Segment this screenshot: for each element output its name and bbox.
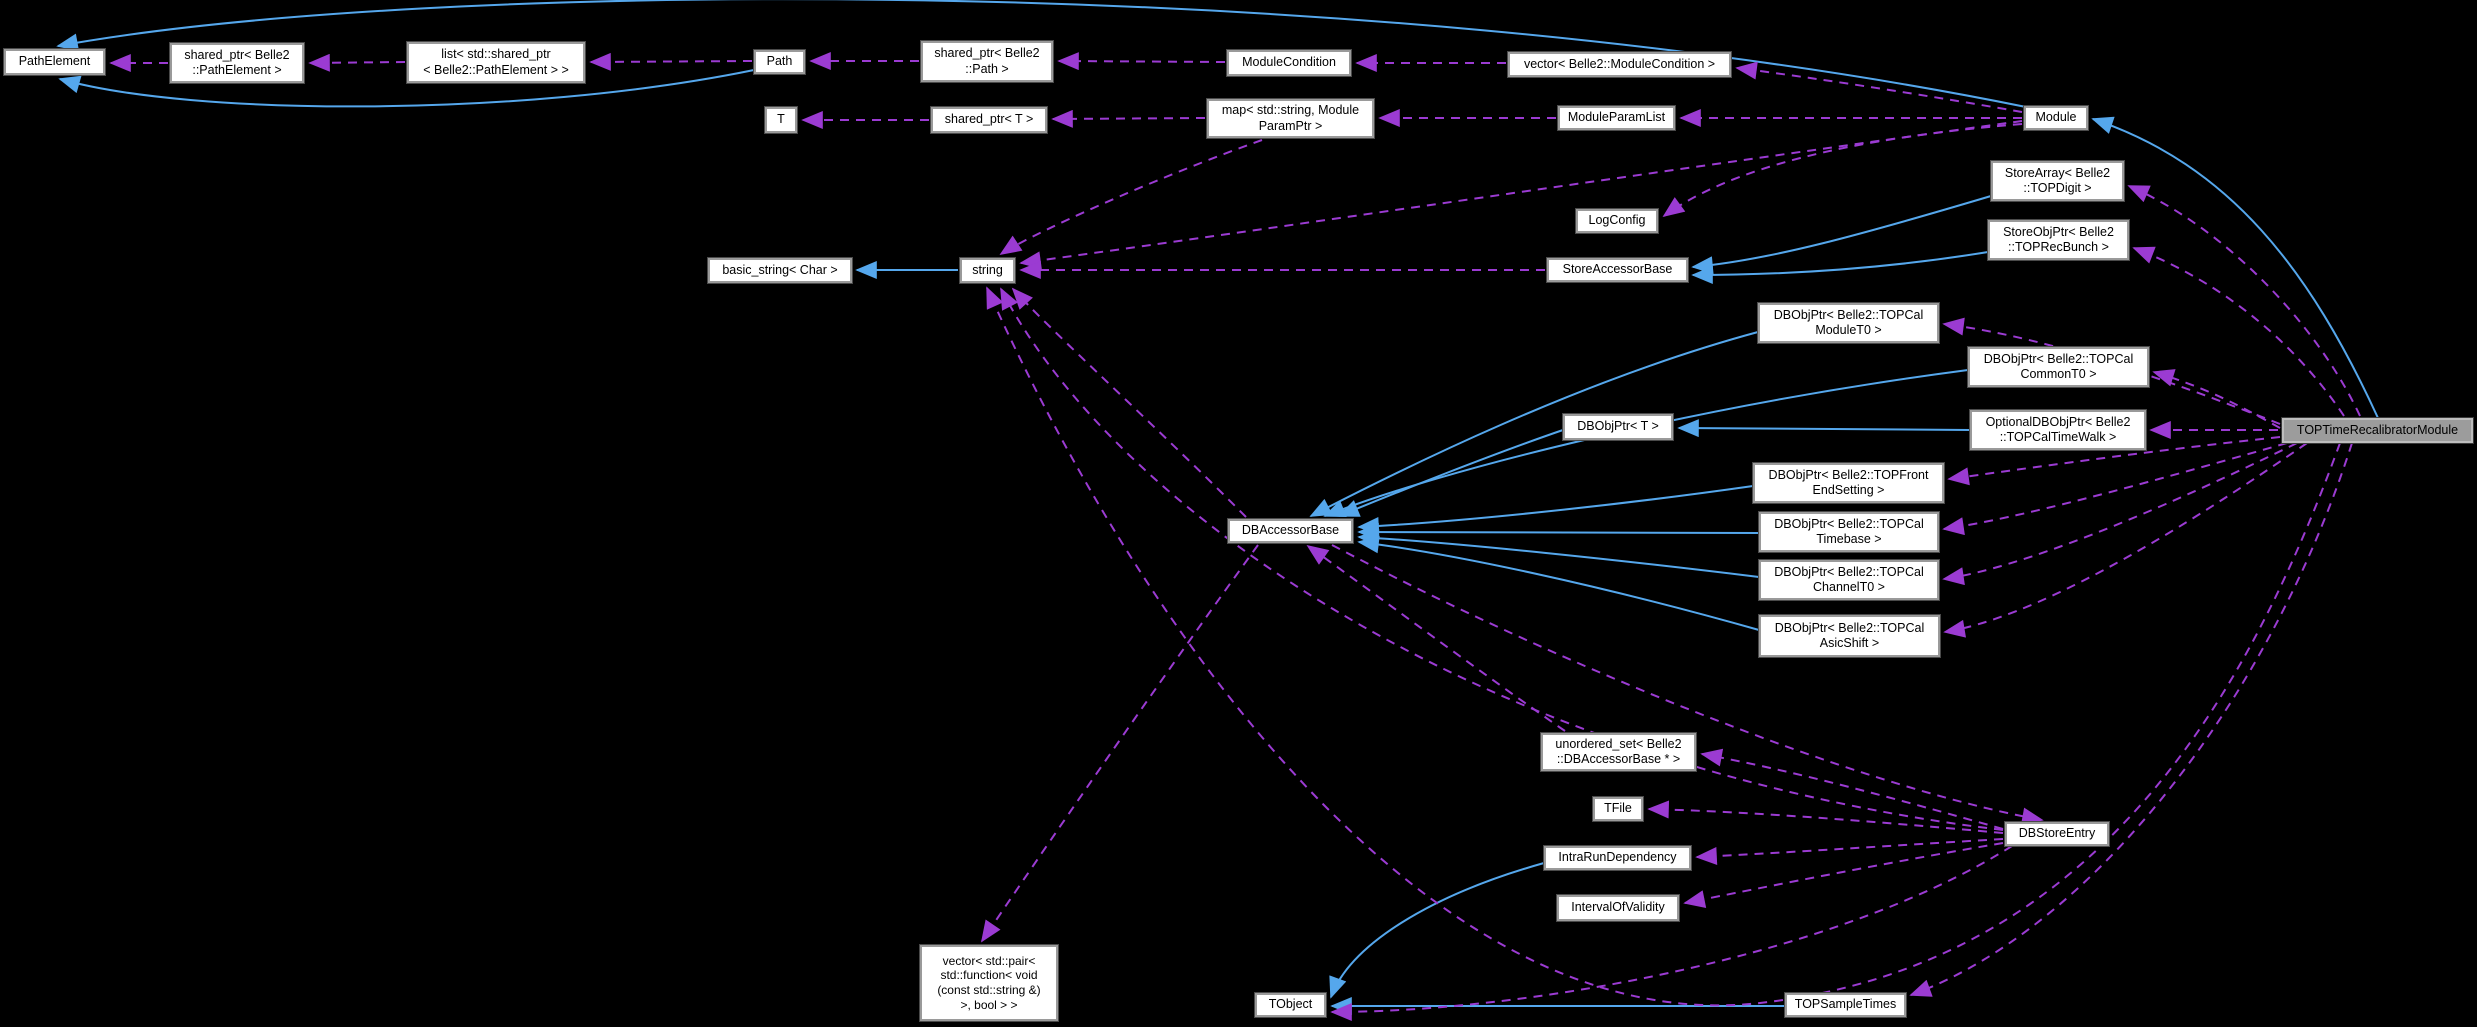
node-unorderedset-dbaccessorbase[interactable]: unordered_set< Belle2 ::DBAccessorBase *…: [1540, 732, 1697, 772]
edge-inherit-toptimerecalibrator-to-module: [2091, 116, 2379, 419]
edge-inherit-asicshift-to-dbaccessorbase: [1357, 535, 1760, 631]
edge-inherit-dbobjptr-modulet0-to-dbaccessorbase: [1309, 331, 1759, 517]
edge-use-toptimerecalibrator-to-commont0: [2152, 369, 2281, 429]
edge-inherit-path-to-pathelement: [58, 69, 755, 108]
node-pathelement[interactable]: PathElement: [3, 48, 106, 76]
node-path[interactable]: Path: [753, 49, 806, 75]
edge-use-toptimerecalibrator-to-storearray: [2127, 185, 2361, 417]
node-storeaccessorbase[interactable]: StoreAccessorBase: [1546, 257, 1689, 283]
node-storearray-topdigit[interactable]: StoreArray< Belle2 ::TOPDigit >: [1990, 160, 2125, 202]
edge-use-toptimerecalibrator-to-topsampletimes: [1909, 442, 2353, 997]
node-dbobjptr-topcal-asicshift[interactable]: DBObjPtr< Belle2::TOPCal AsicShift >: [1758, 614, 1941, 658]
edge-use-dbstoreentry-to-intervalofvalidity: [1683, 842, 2004, 908]
node-map-string-moduleparamptr[interactable]: map< std::string, Module ParamPtr >: [1206, 98, 1375, 139]
node-vector-modulecondition[interactable]: vector< Belle2::ModuleCondition >: [1507, 51, 1732, 78]
edge-use-map-to-string: [999, 139, 1263, 255]
edge-use-toptimerecalibrator-to-storeobjptr: [2132, 246, 2345, 417]
node-tobject[interactable]: TObject: [1254, 992, 1327, 1018]
node-basic-string-char[interactable]: basic_string< Char >: [707, 257, 853, 284]
node-optionaldbobjptr-topcaltimewalk[interactable]: OptionalDBObjPtr< Belle2 ::TOPCalTimeWal…: [1969, 409, 2147, 451]
node-dbobjptr-t[interactable]: DBObjPtr< T >: [1562, 413, 1674, 441]
node-intervalofvalidity[interactable]: IntervalOfValidity: [1556, 894, 1680, 922]
edge-inherit-channelt0-to-dbaccessorbase: [1357, 529, 1760, 578]
node-dbobjptr-topcal-timebase[interactable]: DBObjPtr< Belle2::TOPCal Timebase >: [1758, 511, 1940, 553]
node-dbstoreentry[interactable]: DBStoreEntry: [2004, 821, 2110, 847]
edge-use-dbstoreentry-to-tfile: [1647, 800, 2004, 834]
node-shared-ptr-pathelement[interactable]: shared_ptr< Belle2 ::PathElement >: [169, 42, 305, 84]
edge-use-dbaccessorbase-to-vectorpair: [980, 544, 1259, 943]
edge-use-toptimerecalibrator-to-channelt0: [1942, 442, 2298, 586]
node-list-shared-ptr-pathelement[interactable]: list< std::shared_ptr < Belle2::PathElem…: [406, 41, 586, 84]
node-shared-ptr-path[interactable]: shared_ptr< Belle2 ::Path >: [920, 40, 1054, 83]
node-dbaccessorbase[interactable]: DBAccessorBase: [1227, 518, 1354, 544]
edge-inherit-optionaldbobjptr-to-dbobjptr-t: [1677, 419, 1971, 438]
node-dbobjptr-topcal-channelt0[interactable]: DBObjPtr< Belle2::TOPCal ChannelT0 >: [1758, 559, 1940, 601]
edge-use-toptimerecalibrator-to-timebase: [1942, 442, 2288, 536]
edge-use-dbstoreentry-to-tobject: [1330, 845, 2013, 1021]
edge-use-path-to-list: [589, 52, 753, 71]
node-shared-ptr-t[interactable]: shared_ptr< T >: [930, 106, 1048, 134]
edge-use-dbstoreentry-to-intrarundependency: [1695, 838, 2004, 866]
edge-use-map-to-sharedptrt: [1051, 109, 1206, 128]
node-moduleparamlist[interactable]: ModuleParamList: [1557, 105, 1676, 131]
edge-use-module-to-vectormodulecondition: [1735, 61, 2023, 113]
edge-use-dbaccessorbase-to-string: [1011, 287, 1247, 518]
node-tfile[interactable]: TFile: [1592, 796, 1644, 822]
node-string[interactable]: string: [959, 257, 1016, 284]
edge-use-module-to-string: [1019, 120, 2023, 270]
edge-inherit-intrarundependency-to-tobject: [1329, 862, 1545, 999]
node-intrarundependency[interactable]: IntraRunDependency: [1543, 845, 1692, 871]
edge-use-dbaccessorbase-to-dbstoreentry: [1331, 544, 2044, 826]
node-toptimerecalibratormodule[interactable]: TOPTimeRecalibratorModule: [2281, 417, 2474, 444]
node-module[interactable]: Module: [2023, 105, 2089, 131]
edge-use-toptimerecalibrator-to-string: [986, 286, 2341, 1007]
node-dbobjptr-topcal-commont0[interactable]: DBObjPtr< Belle2::TOPCal CommonT0 >: [1967, 346, 2150, 388]
edge-use-list-to-sharedptrpathelement: [308, 53, 406, 72]
edge-inherit-timebase-to-dbaccessorbase: [1357, 523, 1760, 542]
edge-inherit-dbobjptr-t-to-dbaccessorbase: [1337, 429, 1564, 517]
node-vector-pair-function-bool[interactable]: vector< std::pair< std::function< void (…: [919, 944, 1059, 1022]
node-modulecondition[interactable]: ModuleCondition: [1226, 49, 1352, 77]
edge-inherit-storearray-to-storeaccessorbase: [1691, 195, 1992, 275]
edge-inherit-frontendsetting-to-dbaccessorbase: [1357, 485, 1754, 536]
node-logconfig[interactable]: LogConfig: [1575, 208, 1659, 234]
node-storeobjptr-toprecbunch[interactable]: StoreObjPtr< Belle2 ::TOPRecBunch >: [1987, 219, 2130, 261]
edge-use-dbstoreentry-to-unorderedset: [1700, 748, 2004, 830]
node-dbobjptr-topcal-modulet0[interactable]: DBObjPtr< Belle2::TOPCal ModuleT0 >: [1757, 302, 1940, 344]
edge-use-unorderedset-to-dbaccessorbase: [1306, 544, 1566, 732]
node-t[interactable]: T: [764, 106, 798, 134]
edge-inherit-storeobjptr-to-storeaccessorbase: [1691, 251, 1989, 284]
node-dbobjptr-topfrontendsetting[interactable]: DBObjPtr< Belle2::TOPFront EndSetting >: [1752, 462, 1945, 504]
edge-use-toptimerecalibrator-to-frontendsetting: [1947, 436, 2281, 486]
edge-use-toptimerecalibrator-to-asicshift: [1943, 442, 2308, 638]
node-topsampletimes[interactable]: TOPSampleTimes: [1784, 992, 1907, 1018]
edge-use-modulecondition-to-sharedptrpath: [1057, 52, 1226, 71]
